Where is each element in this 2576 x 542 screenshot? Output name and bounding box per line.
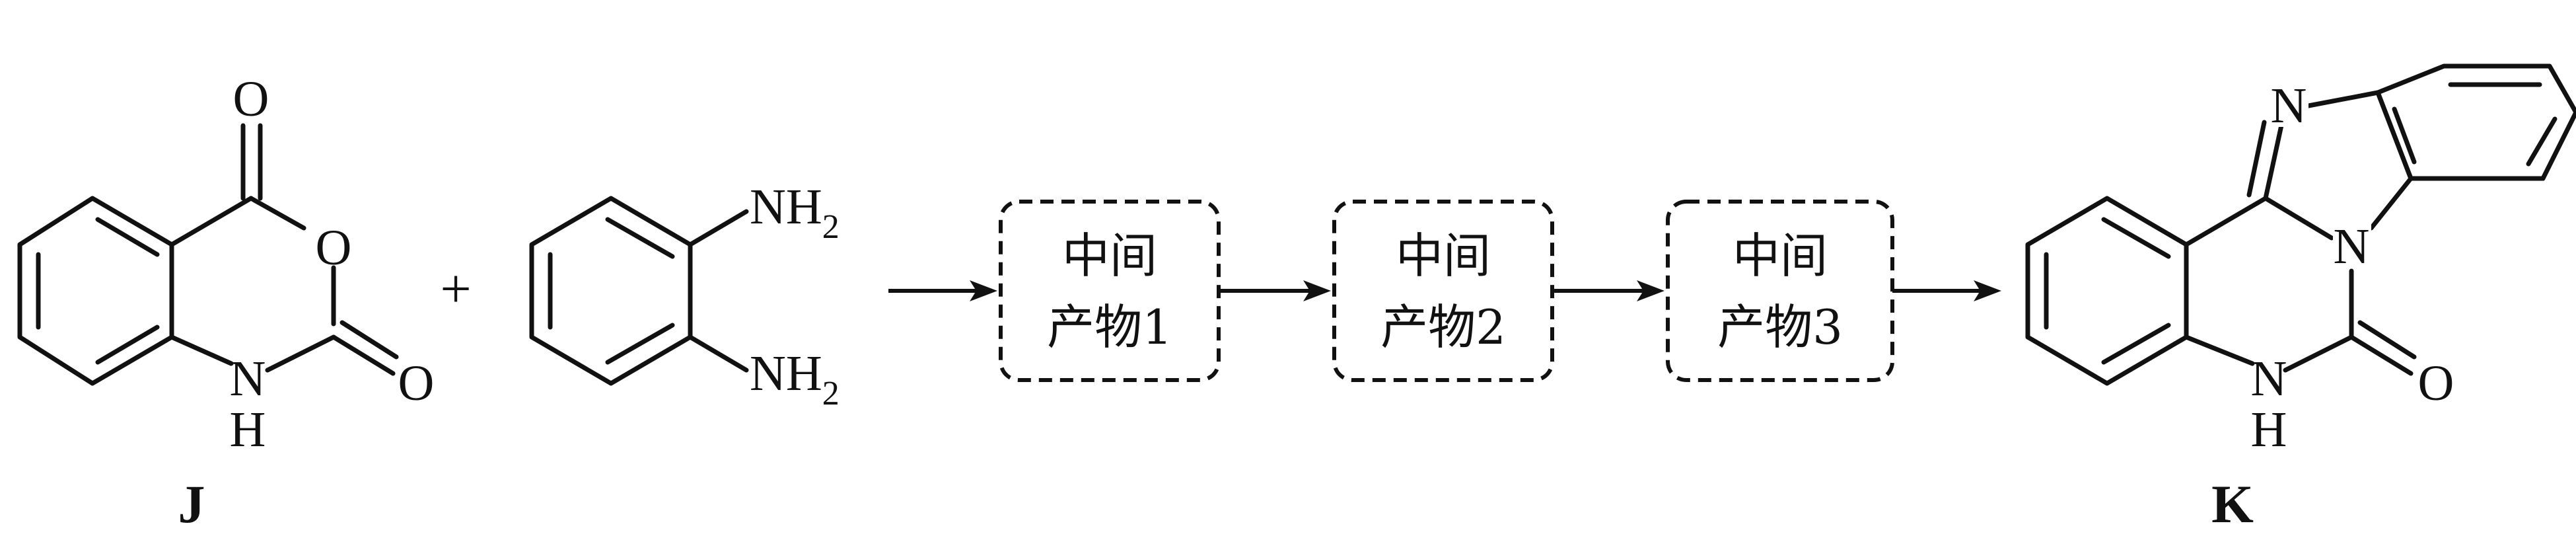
j-n-c8a-bond [169, 334, 234, 366]
k-atom-n-bridge: N [2334, 219, 2370, 274]
j-benzene-ring [17, 196, 174, 386]
k-atom-h-amide: H [2251, 402, 2287, 457]
k-left-inner-1 [2101, 217, 2171, 259]
arrow-3 [1552, 280, 1664, 301]
arrow-1 [888, 280, 997, 301]
intermediate-1-line2: 产物1 [1047, 299, 1172, 355]
k-c-n-bond [2283, 334, 2354, 373]
k-atom-n-imine: N [2271, 78, 2307, 134]
j-atom-o-right: O [398, 356, 435, 411]
k-nimine-c-bond [2306, 90, 2380, 108]
j-co-right-a [331, 334, 396, 376]
intermediate-box-2: 中间 产物2 [1332, 200, 1554, 382]
k-co-a [2349, 334, 2414, 376]
arrow-4 [1892, 280, 2001, 301]
intermediate-box-1: 中间 产物1 [999, 200, 1221, 382]
k-co-b [2357, 320, 2417, 360]
j-inner-bond-1 [95, 217, 160, 257]
diamine-nh2-bottom-label: NH2 [750, 346, 840, 412]
compound-j-structure: O O O N H J [17, 71, 435, 534]
j-atom-n: N [230, 351, 266, 406]
k-right-benzene-ring [2375, 63, 2576, 181]
diamine-nh2-top-label: NH2 [750, 179, 840, 246]
intermediate-2-line2: 产物2 [1380, 299, 1506, 355]
intermediate-3-line2: 产物3 [1717, 299, 1843, 355]
intermediate-1-line1: 中间 [1062, 228, 1157, 284]
k-atom-o: O [2418, 356, 2454, 411]
k-c-nimine-b [2246, 120, 2267, 198]
intermediate-3-line1: 中间 [1733, 228, 1828, 284]
k-right-inner-1 [2392, 106, 2417, 165]
j-c2-n-bond [265, 334, 336, 373]
diamine-inner-bond-1 [605, 217, 675, 259]
diamine-nh2-top-bond [688, 209, 749, 247]
compound-k-label: K [2211, 474, 2254, 534]
k-n-c-bond [2184, 334, 2255, 366]
k-c-nbridge-bond [2263, 196, 2334, 241]
k-left-inner-3 [2101, 323, 2171, 365]
diamine-structure: NH2 NH2 [529, 179, 840, 412]
diamine-inner-bond-3 [605, 323, 675, 365]
k-left-benzene-ring [2025, 196, 2189, 386]
j-c4-bond [169, 196, 254, 247]
k-c-nimine-a [2263, 120, 2285, 201]
j-atom-h: H [230, 402, 266, 457]
plus-sign: + [440, 258, 471, 320]
diamine-benzene-ring [529, 196, 693, 386]
k-atom-n-amide: N [2251, 351, 2287, 406]
j-atom-o-top: O [233, 71, 269, 127]
diamine-nh2-bottom-bond [688, 334, 749, 373]
compound-k-structure: N N N H O K [2025, 63, 2576, 534]
intermediate-2-line1: 中间 [1396, 228, 1491, 284]
compound-j-label: J [178, 474, 205, 534]
intermediate-box-3: 中间 产物3 [1666, 200, 1894, 382]
k-right-inner-3 [2526, 116, 2558, 167]
j-atom-o-ring: O [316, 220, 352, 276]
arrow-2 [1219, 280, 1331, 301]
k-c-nbridge-2 [2369, 176, 2414, 231]
k-c-c-bond [2184, 196, 2268, 247]
j-co-right-b [340, 320, 399, 360]
j-inner-bond-3 [95, 325, 160, 365]
j-c4-o-bond [248, 196, 306, 231]
